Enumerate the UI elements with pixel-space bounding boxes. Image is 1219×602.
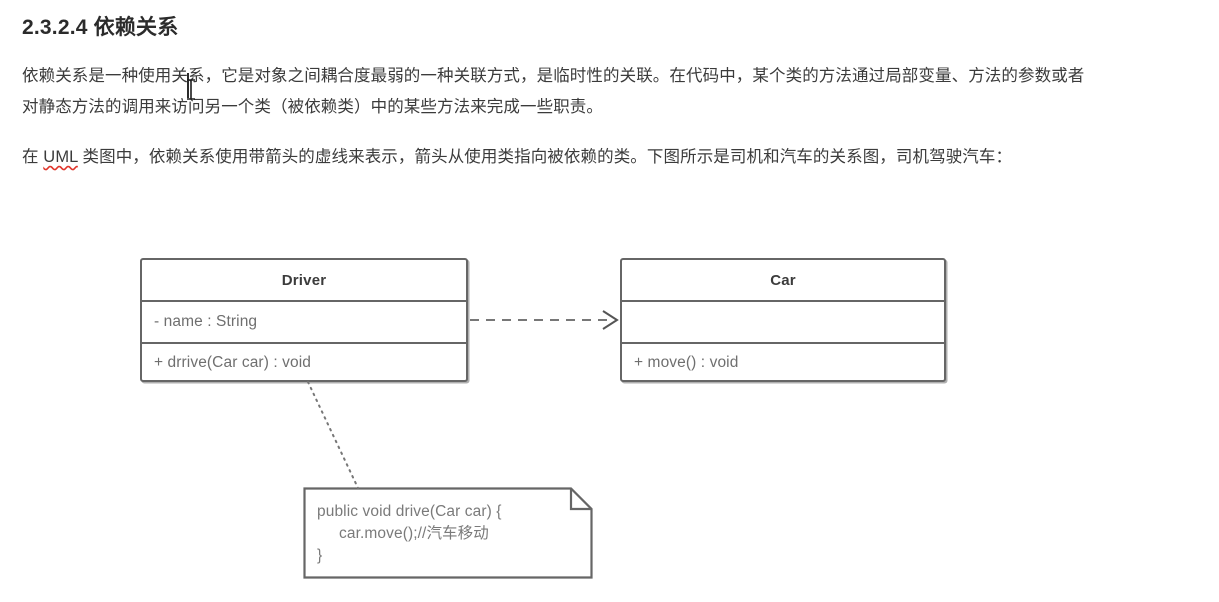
class-attribute-driver-name: - name : String — [154, 313, 258, 330]
uml-class-car[interactable]: Car + move() : void — [620, 258, 946, 382]
divider — [142, 342, 466, 344]
class-name-driver: Driver — [281, 271, 327, 289]
document-body: 2.3.2.4 依赖关系 依赖关系是一种使用关系，它是对象之间耦合度最弱的一种关… — [22, 0, 1097, 173]
paragraph-uml-notation: 在 UML 类图中，依赖关系使用带箭头的虚线来表示，箭头从使用类指向被依赖的类。… — [22, 123, 1097, 173]
paragraph-dependency-definition: 依赖关系是一种使用关系，它是对象之间耦合度最弱的一种关联方式，是临时性的关联。在… — [22, 67, 1085, 116]
class-operation-driver-drrive: + drrive(Car car) : void — [154, 354, 312, 371]
note-shape-icon — [303, 487, 593, 579]
note-code-line-2: car.move();//汽车移动 — [317, 525, 489, 542]
paragraph-uml-suffix: 类图中，依赖关系使用带箭头的虚线来表示，箭头从使用类指向被依赖的类。下图所示是司… — [77, 148, 1013, 166]
spellcheck-word-uml: UML — [43, 148, 78, 166]
uml-note-drive-code[interactable]: public void drive(Car car) { car.move();… — [303, 487, 593, 579]
class-operation-car-move: + move() : void — [634, 354, 739, 371]
note-code-line-3: } — [317, 547, 323, 564]
divider — [142, 300, 466, 302]
class-attributes-car-empty — [622, 302, 944, 342]
page-title: 2.3.2.4 依赖关系 — [22, 16, 179, 39]
note-code-line-1: public void drive(Car car) { — [317, 503, 502, 520]
dependency-arrowhead-icon — [602, 310, 619, 330]
uml-class-driver[interactable]: Driver - name : String + drrive(Car car)… — [140, 258, 468, 382]
divider — [622, 300, 944, 302]
paragraph-uml-prefix: 在 — [22, 148, 44, 166]
note-dotted-connector — [307, 381, 359, 489]
class-name-car: Car — [770, 271, 796, 289]
divider — [622, 342, 944, 344]
